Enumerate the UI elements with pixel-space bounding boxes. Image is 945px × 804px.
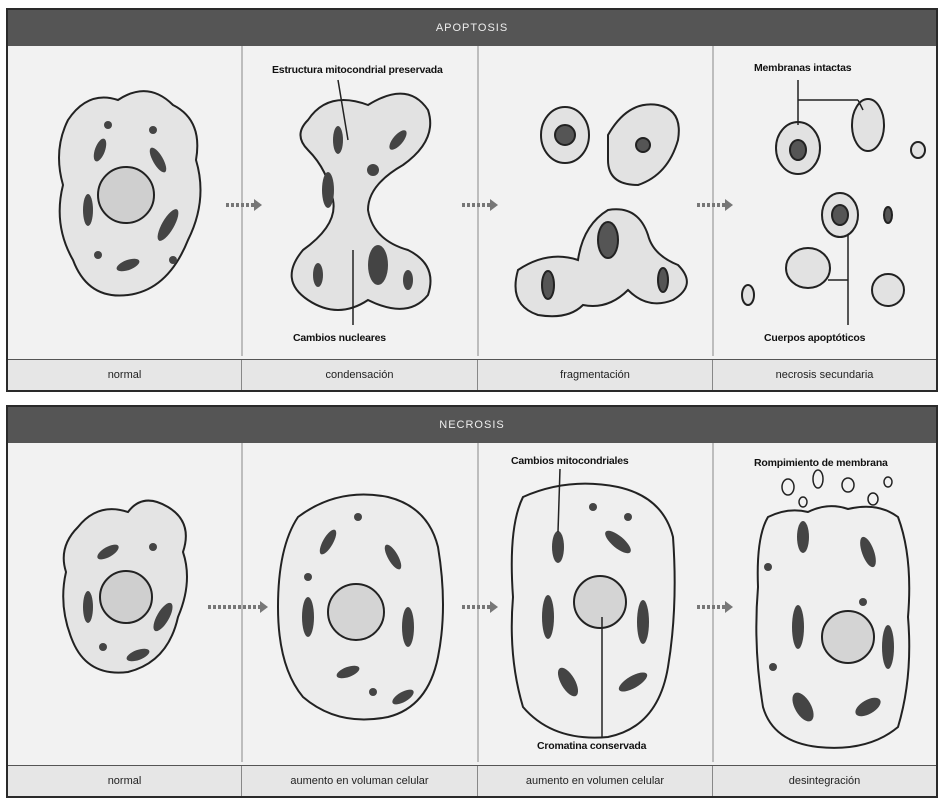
annotation-nuclear-changes: Cambios nucleares bbox=[293, 332, 386, 344]
arrow-icon bbox=[462, 601, 498, 613]
necrosis-swollen-cell bbox=[278, 495, 443, 720]
necrosis-disintegration-cell bbox=[756, 470, 909, 748]
stage-label: necrosis secundaria bbox=[713, 360, 936, 390]
arrow-icon bbox=[226, 199, 262, 211]
apoptosis-normal-cell bbox=[59, 91, 201, 295]
apoptosis-panel: APOPTOSIS bbox=[6, 8, 938, 392]
annotation-mitochondrial-changes: Cambios mitocondriales bbox=[511, 455, 629, 467]
stage-label: normal bbox=[8, 766, 242, 796]
apoptosis-stage-labels: normal condensación fragmentación necros… bbox=[8, 359, 936, 390]
arrow-icon bbox=[208, 601, 268, 613]
stage-label: desintegración bbox=[713, 766, 936, 796]
arrow-icon bbox=[697, 601, 733, 613]
stage-label: aumento en volumen celular bbox=[478, 766, 713, 796]
necrosis-normal-cell bbox=[63, 501, 187, 673]
necrosis-panel: NECROSIS bbox=[6, 405, 938, 798]
apoptosis-condensation-cell bbox=[292, 94, 431, 310]
arrow-icon bbox=[697, 199, 733, 211]
apoptosis-fragmentation-cell bbox=[516, 104, 687, 316]
stage-label: aumento en voluman celular bbox=[242, 766, 478, 796]
necrosis-swollen-cell-2 bbox=[512, 484, 675, 738]
necrosis-stage-labels: normal aumento en voluman celular aument… bbox=[8, 765, 936, 796]
arrow-icon bbox=[462, 199, 498, 211]
annotation-membrane-rupture: Rompimiento de membrana bbox=[754, 457, 888, 469]
stage-label: fragmentación bbox=[478, 360, 713, 390]
stage-label: condensación bbox=[242, 360, 478, 390]
apoptosis-secondary-necrosis bbox=[742, 99, 925, 306]
annotation-mitochondrial-structure: Estructura mitocondrial preservada bbox=[272, 64, 443, 76]
annotation-apoptotic-bodies: Cuerpos apoptóticos bbox=[764, 332, 865, 344]
annotation-chromatin-preserved: Cromatina conservada bbox=[537, 740, 646, 752]
stage-label: normal bbox=[8, 360, 242, 390]
annotation-intact-membranes: Membranas intactas bbox=[754, 62, 851, 74]
